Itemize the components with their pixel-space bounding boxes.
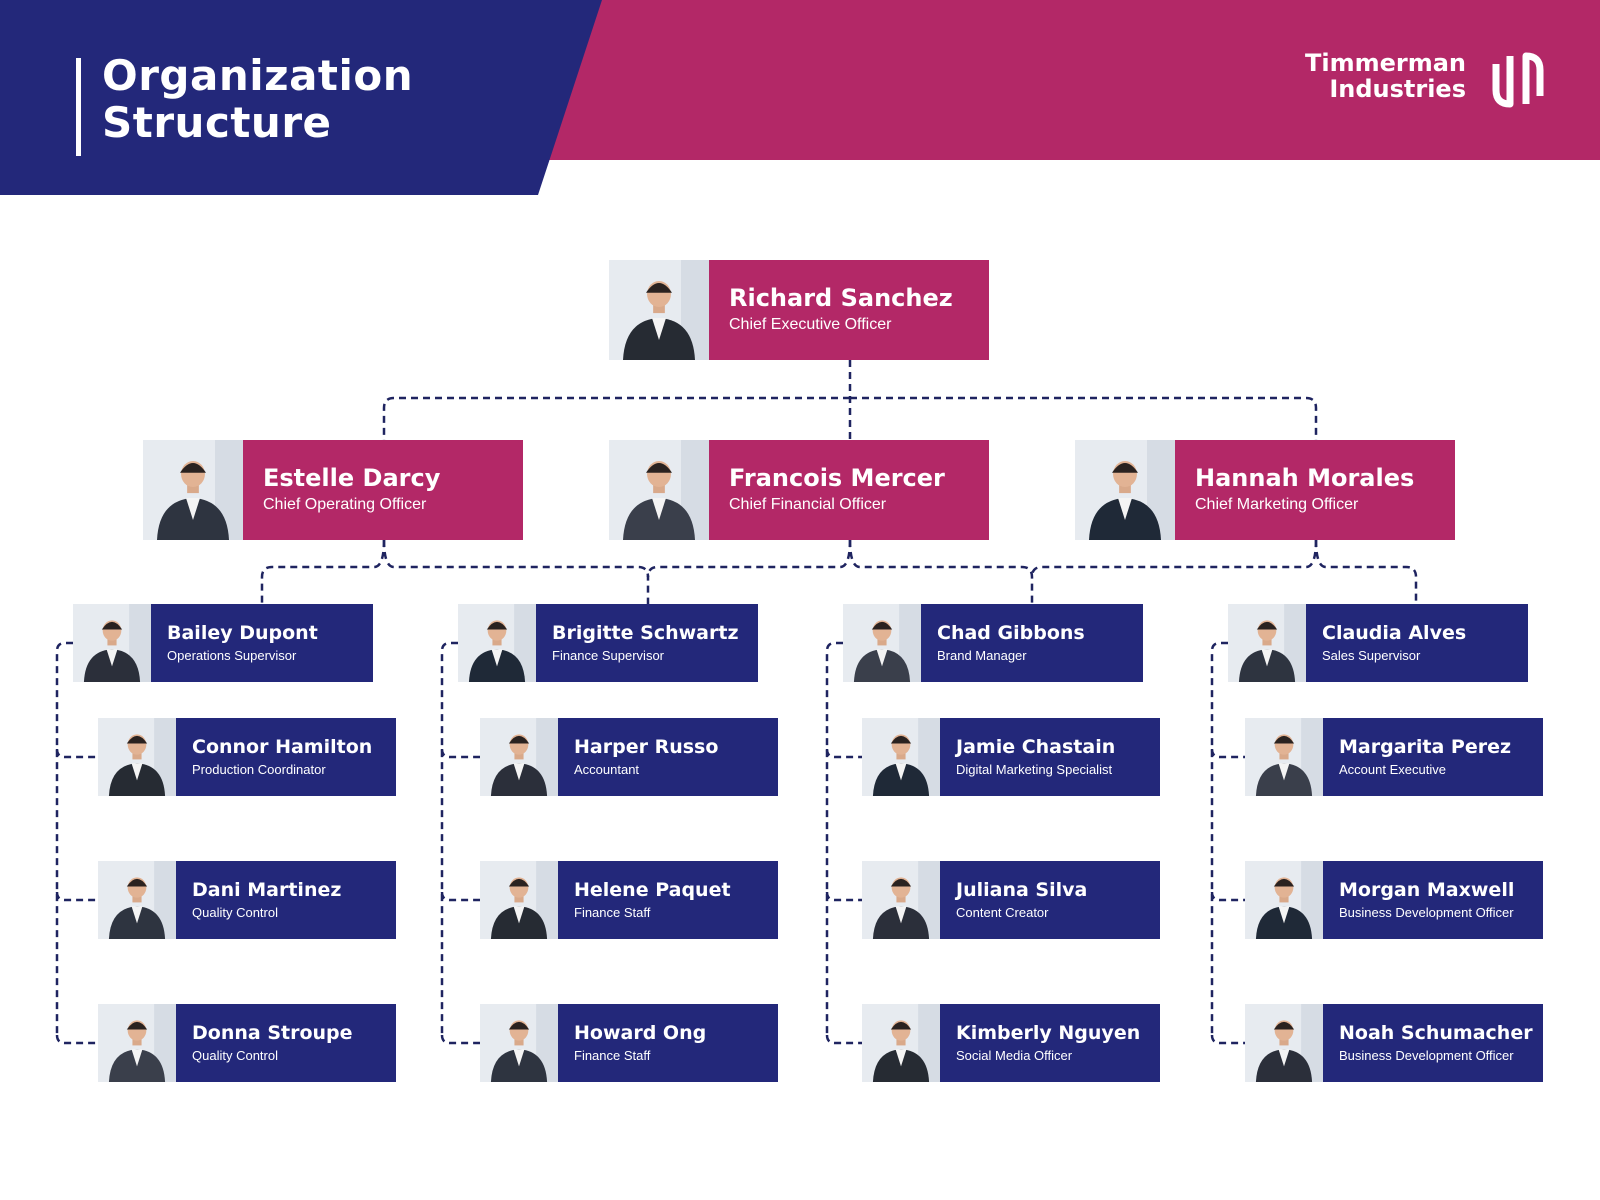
person-name: Chad Gibbons [937,621,1085,644]
person-role: Quality Control [192,904,278,920]
person-role: Quality Control [192,1047,278,1063]
brand-line-2: Industries [1329,75,1466,103]
person-role: Content Creator [956,904,1049,920]
person-role: Social Media Officer [956,1047,1073,1063]
team-member-card[interactable]: Margarita Perez Account Executive [1245,718,1543,796]
person-name: Donna Stroupe [192,1021,353,1044]
team-member-card[interactable]: Donna Stroupe Quality Control [98,1004,396,1082]
person-name: Juliana Silva [956,878,1088,901]
avatar [862,1004,940,1082]
avatar [143,440,243,540]
brand-line-1: Timmerman [1304,49,1466,77]
executive-card[interactable]: Estelle Darcy Chief Operating Officer [143,440,523,540]
person-role: Account Executive [1339,761,1446,777]
team-member-card[interactable]: Morgan Maxwell Business Development Offi… [1245,861,1543,939]
person-role: Operations Supervisor [167,647,297,663]
person-name: Harper Russo [574,735,719,758]
ceo-card[interactable]: Richard Sanchez Chief Executive Officer [609,260,989,360]
avatar [480,861,558,939]
person-name: Francois Mercer [729,464,945,492]
person-name: Hannah Morales [1195,464,1415,492]
person-role: Chief Operating Officer [263,496,427,513]
team-member-card[interactable]: Jamie Chastain Digital Marketing Special… [862,718,1160,796]
person-name: Howard Ong [574,1021,707,1044]
person-name: Margarita Perez [1339,735,1512,758]
avatar [609,260,709,360]
executive-card[interactable]: Francois Mercer Chief Financial Officer [609,440,989,540]
person-name: Estelle Darcy [263,464,441,492]
team-member-card[interactable]: Juliana Silva Content Creator [862,861,1160,939]
person-role: Brand Manager [937,647,1027,663]
person-role: Business Development Officer [1339,904,1514,920]
team-lead-card[interactable]: Chad Gibbons Brand Manager [843,604,1143,682]
person-role: Business Development Officer [1339,1047,1514,1063]
person-role: Sales Supervisor [1322,647,1421,663]
avatar [73,604,151,682]
person-role: Finance Staff [574,904,651,920]
person-role: Chief Executive Officer [729,316,892,333]
team-member-card[interactable]: Howard Ong Finance Staff [480,1004,778,1082]
person-role: Chief Marketing Officer [1195,496,1359,513]
person-role: Chief Financial Officer [729,496,887,513]
person-role: Finance Staff [574,1047,651,1063]
header-banner [0,0,1600,195]
avatar [1245,861,1323,939]
avatar [1245,718,1323,796]
title-accent-bar [76,58,81,156]
avatar [480,718,558,796]
person-name: Connor Hamilton [192,735,373,758]
avatar [98,718,176,796]
person-name: Dani Martinez [192,878,342,901]
person-name: Noah Schumacher [1339,1021,1533,1044]
stylized-wm-logo-icon [1492,52,1544,108]
avatar [862,861,940,939]
team-member-card[interactable]: Kimberly Nguyen Social Media Officer [862,1004,1160,1082]
team-member-card[interactable]: Connor Hamilton Production Coordinator [98,718,396,796]
avatar [1228,604,1306,682]
avatar [458,604,536,682]
avatar [1075,440,1175,540]
team-member-card[interactable]: Harper Russo Accountant [480,718,778,796]
person-name: Helene Paquet [574,878,731,901]
title-line-2: Structure [102,98,332,147]
team-lead-card[interactable]: Brigitte Schwartz Finance Supervisor [458,604,758,682]
person-role: Accountant [574,761,640,777]
person-name: Morgan Maxwell [1339,878,1515,901]
team-member-card[interactable]: Noah Schumacher Business Development Off… [1245,1004,1543,1082]
team-lead-card[interactable]: Bailey Dupont Operations Supervisor [73,604,373,682]
person-name: Claudia Alves [1322,621,1467,644]
person-name: Brigitte Schwartz [552,621,739,644]
brand-name: Timmerman Industries [1290,50,1466,102]
person-role: Finance Supervisor [552,647,664,663]
person-name: Bailey Dupont [167,621,318,644]
title-line-1: Organization [102,51,414,100]
avatar [1245,1004,1323,1082]
avatar [98,1004,176,1082]
avatar [862,718,940,796]
person-role: Digital Marketing Specialist [956,761,1113,777]
team-member-card[interactable]: Dani Martinez Quality Control [98,861,396,939]
avatar [609,440,709,540]
page-title: Organization Structure [102,52,413,146]
team-member-card[interactable]: Helene Paquet Finance Staff [480,861,778,939]
person-role: Production Coordinator [192,761,326,777]
person-name: Jamie Chastain [956,735,1116,758]
avatar [98,861,176,939]
avatar [843,604,921,682]
executive-card[interactable]: Hannah Morales Chief Marketing Officer [1075,440,1455,540]
avatar [480,1004,558,1082]
person-name: Kimberly Nguyen [956,1021,1141,1044]
person-name: Richard Sanchez [729,284,953,312]
team-lead-card[interactable]: Claudia Alves Sales Supervisor [1228,604,1528,682]
